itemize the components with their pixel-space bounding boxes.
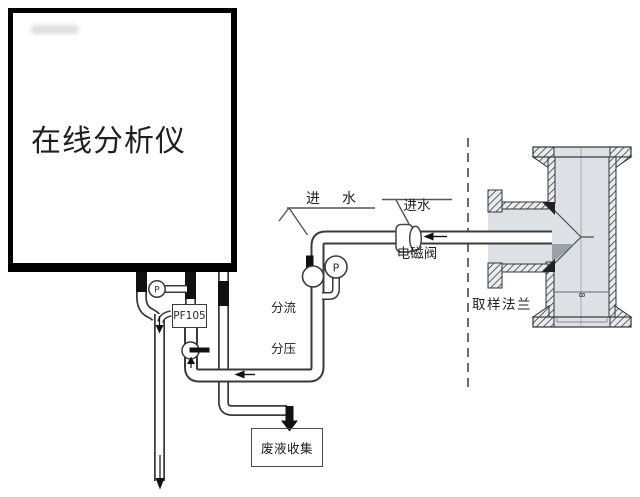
funnel-down-arrow-icon	[155, 316, 164, 334]
weld-fillet-bottom	[542, 259, 555, 272]
flow-split-label: 分流 分压	[271, 274, 296, 369]
bore-dimension-mark: 8	[577, 292, 586, 297]
drain-pipe-valve-segment	[218, 281, 229, 306]
divider-valve-icon	[301, 255, 325, 288]
online-analyzer-box: 在线分析仪	[8, 8, 237, 272]
inlet-solenoid-label-line2: 电磁阀	[396, 246, 438, 262]
analyzer-title: 在线分析仪	[31, 124, 186, 159]
drain-outlet-arrow-icon	[155, 455, 165, 490]
weld-fillet-top	[542, 202, 555, 215]
inlet-flow-arrow-icon	[423, 232, 447, 241]
pf105-unit-box: PF105	[172, 304, 207, 328]
pressure-gauge-left-icon: P	[148, 280, 166, 298]
inlet-solenoid-label-line1: 进水	[403, 198, 431, 214]
main-sample-pipe	[184, 230, 552, 383]
inlet-water-label: 进 水	[306, 191, 360, 207]
sampling-flange-label: 取样法兰	[472, 297, 532, 313]
waste-collection-box: 废液收集	[251, 428, 323, 467]
left-pipe-valve-segment	[136, 271, 147, 292]
pf-overflow-tube	[157, 310, 172, 323]
return-flow-arrow-icon	[234, 370, 255, 379]
cone-shadow	[552, 244, 574, 263]
needle-valve-icon	[181, 341, 210, 360]
pressure-gauge-right-symbol: P	[333, 262, 340, 275]
sampling-flange-section: 8	[487, 146, 633, 328]
scan-smudge	[31, 25, 79, 34]
waste-inlet-arrow-icon	[281, 406, 298, 432]
feed-pipe-valve-segment	[185, 271, 196, 299]
pressure-gauge-left-symbol: P	[154, 286, 160, 296]
flow-split-label-line2: 分压	[271, 340, 297, 356]
solenoid-valve-icon	[395, 223, 423, 253]
drain-to-waste-pipe	[218, 268, 287, 416]
pressure-gauge-right-icon: P	[324, 255, 348, 279]
inlet-solenoid-label: 进水 电磁阀	[382, 166, 452, 278]
probe-cone-lines	[553, 209, 594, 265]
up-flow-arrow-icon	[187, 356, 195, 368]
pf105-label: PF105	[173, 310, 206, 322]
right-gauge-tube	[322, 277, 340, 300]
annotation-leader-lines	[278, 198, 452, 236]
waste-collection-label: 废液收集	[260, 441, 313, 456]
flow-split-label-line1: 分流	[271, 300, 297, 315]
